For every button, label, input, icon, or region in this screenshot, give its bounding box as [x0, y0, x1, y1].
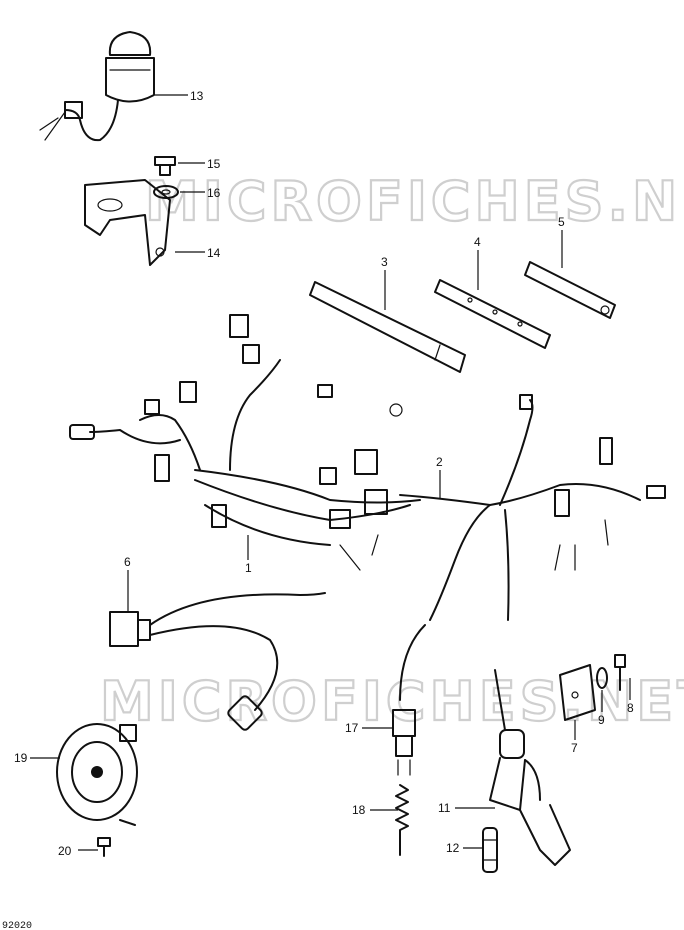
part-14-drawing[interactable]	[84, 179, 171, 266]
part-6-drawing[interactable]	[109, 592, 326, 731]
callout-19: 19	[14, 751, 28, 765]
callout-5: 5	[558, 215, 565, 229]
watermark-bottom: MICROFICHES.NET	[100, 670, 684, 733]
part-17-drawing[interactable]	[392, 624, 426, 776]
part-13-drawing[interactable]	[39, 31, 155, 142]
callout-8: 8	[627, 701, 634, 715]
callout-12: 12	[446, 841, 460, 855]
part-12-drawing[interactable]	[482, 827, 498, 873]
part-4-drawing[interactable]	[434, 279, 551, 349]
part-3-drawing[interactable]	[309, 281, 466, 373]
part-5-drawing[interactable]	[524, 261, 616, 319]
callout-14: 14	[207, 246, 221, 260]
callout-labels: 13 15 16 14 3 4 5 1 2 6 19 20 17 18 11 1…	[14, 89, 634, 858]
callout-18: 18	[352, 803, 366, 817]
callout-1: 1	[245, 561, 252, 575]
callout-11: 11	[438, 801, 451, 815]
part-8-drawing[interactable]	[614, 654, 626, 691]
part-7-drawing[interactable]	[559, 664, 596, 721]
callout-20: 20	[58, 844, 72, 858]
callout-15: 15	[207, 157, 221, 171]
callout-4: 4	[474, 235, 481, 249]
part-9-drawing[interactable]	[596, 667, 608, 689]
figure-code: 92020	[2, 921, 32, 930]
part-18-drawing[interactable]	[395, 784, 409, 856]
part-11-drawing[interactable]	[489, 669, 571, 866]
part-1-2-wiring-harness[interactable]	[69, 314, 666, 621]
callout-17: 17	[345, 721, 359, 735]
watermark-top: MICROFICHES.NET	[145, 170, 684, 233]
callout-13: 13	[190, 89, 204, 103]
callout-7: 7	[571, 741, 578, 755]
callout-9: 9	[598, 713, 605, 727]
part-19-drawing[interactable]	[56, 723, 138, 826]
part-15-drawing[interactable]	[154, 156, 176, 176]
callout-3: 3	[381, 255, 388, 269]
callout-6: 6	[124, 555, 131, 569]
leader-lines	[30, 94, 631, 851]
callout-16: 16	[207, 186, 221, 200]
part-20-drawing[interactable]	[97, 837, 111, 857]
callout-2: 2	[436, 455, 443, 469]
